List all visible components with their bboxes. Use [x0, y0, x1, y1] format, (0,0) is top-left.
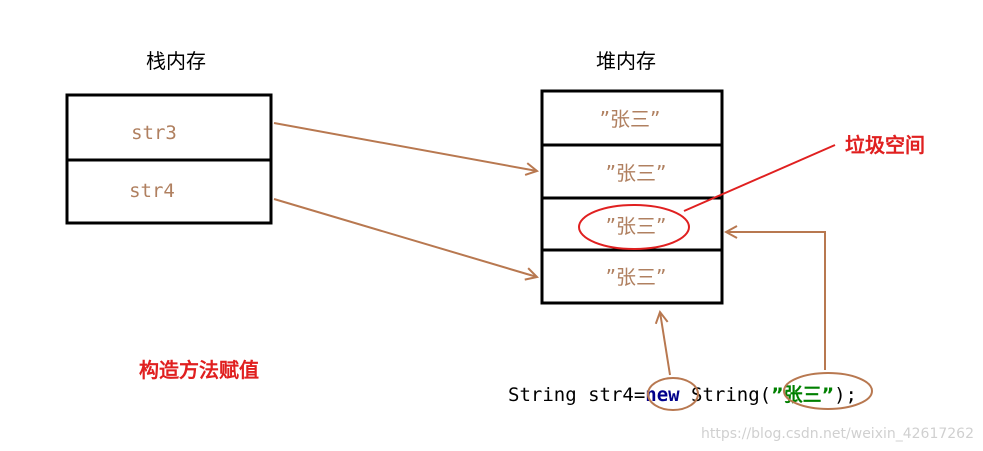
heap-memory-title: 堆内存 [596, 49, 656, 73]
constructor-assignment-label: 构造方法赋值 [139, 358, 259, 382]
new-keyword-circle [647, 377, 699, 411]
heap-cell-1: ”张三” [600, 107, 661, 131]
arrow-new-to-heap [660, 312, 671, 376]
code-prefix: String str4= [508, 384, 645, 406]
heap-memory-box: ”张三” ”张三” ”张三” ”张三” [540, 89, 724, 305]
heap-cell-2: ”张三” [606, 161, 667, 185]
stack-memory-box: str3 str4 [65, 93, 273, 225]
code-keyword-new: new [645, 384, 680, 406]
arrow-str3-to-heap [273, 122, 537, 171]
arrow-literal-to-heap [726, 232, 826, 370]
stack-cell-str4: str4 [129, 180, 175, 202]
stack-memory-title: 栈内存 [146, 49, 206, 73]
arrow-str4-to-heap [273, 198, 537, 277]
code-line: String str4=new String(”张三”); [508, 384, 857, 406]
heap-cell-3: ”张三” [606, 214, 667, 238]
stack-cell-str3: str3 [131, 122, 177, 144]
garbage-pointer-line [683, 144, 836, 212]
literal-circle [783, 372, 873, 410]
watermark-text: https://blog.csdn.net/weixin_42617262 [701, 426, 974, 442]
code-middle: String( [680, 384, 772, 406]
heap-cell-4: ”张三” [606, 265, 667, 289]
code-suffix: ); [834, 384, 857, 406]
garbage-circle [578, 204, 690, 250]
code-literal: ”张三” [771, 384, 834, 406]
garbage-space-label: 垃圾空间 [845, 133, 925, 157]
